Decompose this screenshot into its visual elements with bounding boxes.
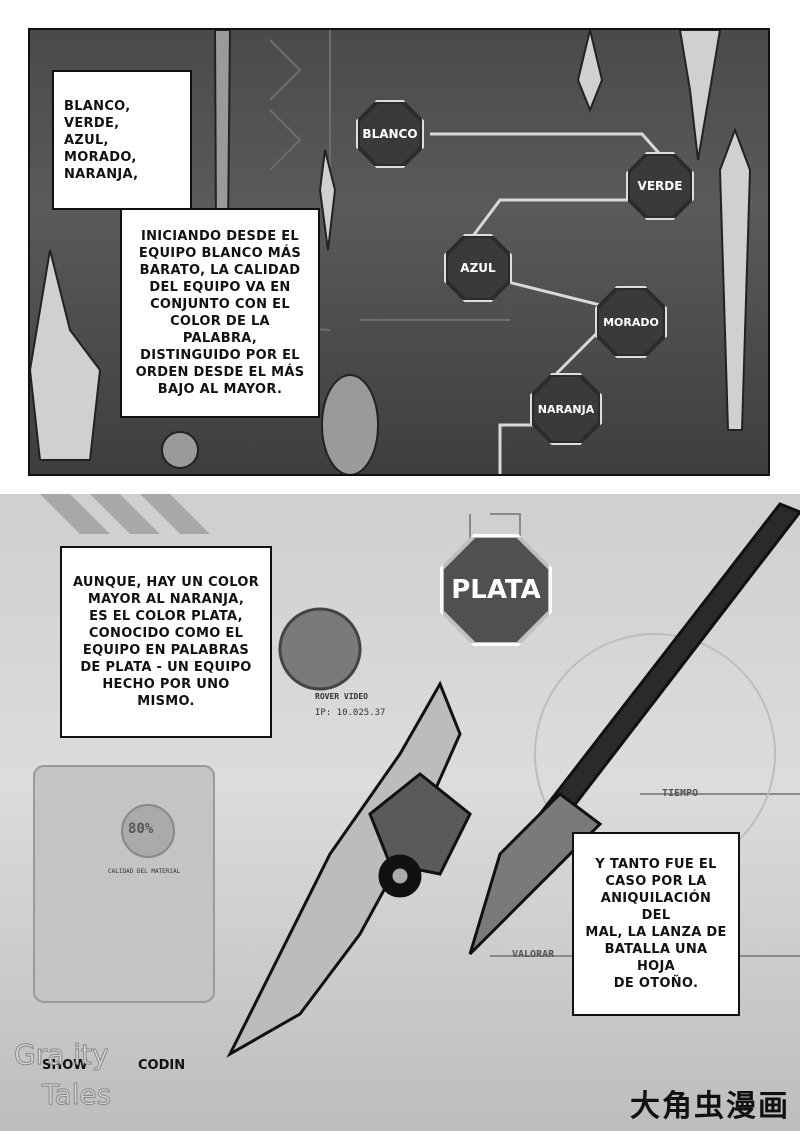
badge-morado-label: MORADO: [603, 315, 659, 329]
caption-plata-explanation: AUNQUE, HAY UN COLOR MAYOR AL NARANJA, E…: [60, 546, 272, 738]
watermark-line1: Gra ity: [14, 1038, 110, 1072]
hud-show: SHOW: [42, 1058, 88, 1073]
bottom-panel-art: [33, 494, 800, 1058]
hud-percent: 80%: [128, 821, 154, 837]
watermark-line2: Tales: [41, 1078, 112, 1112]
hud-ip: IP: 10.025.37: [315, 708, 386, 718]
hud-material: CALIDAD DEL MATERIAL: [108, 868, 181, 875]
badge-plata-label: PLATA: [451, 575, 541, 605]
badge-verde-label: VERDE: [637, 179, 683, 193]
bottom-panel: PLATA AUNQUE, HAY UN COLOR MAYOR AL NARA…: [0, 494, 800, 1131]
badge-azul-label: AZUL: [460, 261, 496, 275]
caption-quality-explanation: INICIANDO DESDE EL EQUIPO BLANCO MÁS BAR…: [120, 208, 320, 418]
badge-morado: MORADO: [595, 286, 667, 358]
publisher-logo: 大角虫漫画: [630, 1089, 790, 1124]
hud-tiempo: TIEMPO: [662, 788, 699, 799]
hud-valorar: VALORAR: [512, 949, 555, 960]
badge-plata: PLATA: [440, 534, 552, 646]
caption-spear: Y TANTO FUE EL CASO POR LA ANIQUILACIÓN …: [572, 832, 740, 1016]
badge-verde: VERDE: [626, 152, 694, 220]
badge-naranja: NARANJA: [530, 373, 602, 445]
badge-azul: AZUL: [444, 234, 512, 302]
hud-video-label: ROVER VIDEO: [315, 692, 368, 701]
top-panel-art: [30, 30, 752, 474]
badge-naranja-label: NARANJA: [537, 402, 595, 416]
hud-codin: CODIN: [138, 1058, 186, 1073]
badge-blanco: BLANCO: [356, 100, 424, 168]
top-panel: BLANCO, VERDE, AZUL, MORADO, NARANJA, IN…: [28, 28, 770, 476]
caption-color-list: BLANCO, VERDE, AZUL, MORADO, NARANJA,: [52, 70, 192, 210]
badge-blanco-label: BLANCO: [362, 127, 418, 141]
